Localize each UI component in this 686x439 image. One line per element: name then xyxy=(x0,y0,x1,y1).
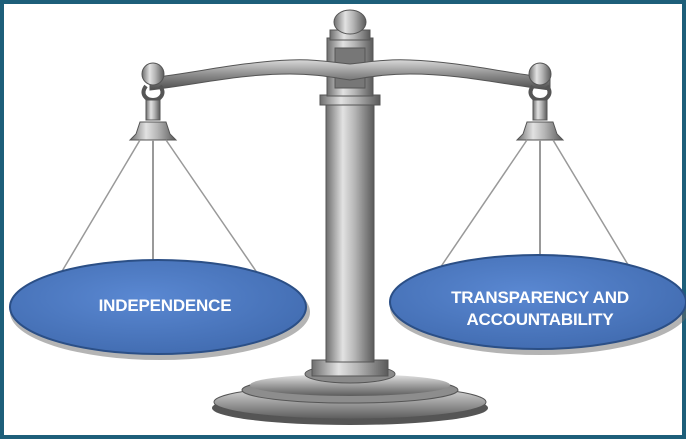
right-pan-label-line2: ACCOUNTABILITY xyxy=(466,310,614,329)
scale-base xyxy=(212,359,488,425)
left-hanger xyxy=(57,62,259,279)
left-pan-label-line1: INDEPENDENCE xyxy=(98,296,232,315)
right-hanger xyxy=(439,62,631,269)
left-pan xyxy=(9,259,310,360)
left-pan-label: INDEPENDENCE xyxy=(20,295,310,317)
right-pan-label-line1: TRANSPARENCY AND xyxy=(451,288,629,307)
right-pan xyxy=(389,254,686,355)
right-pan-label: TRANSPARENCY AND ACCOUNTABILITY xyxy=(393,287,686,331)
